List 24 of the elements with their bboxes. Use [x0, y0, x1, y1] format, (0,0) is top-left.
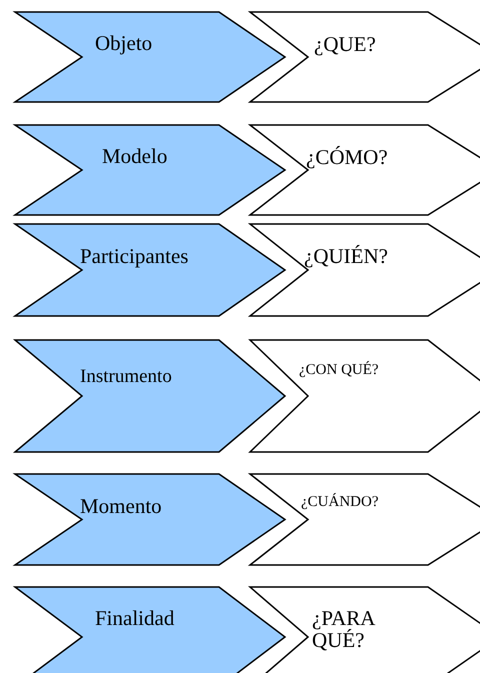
label-text: Momento [80, 495, 162, 518]
chevron-shape [250, 340, 480, 452]
chevron-shape [250, 125, 480, 215]
question-text: ¿CÓMO? [306, 146, 388, 168]
chevron-shape [250, 474, 480, 565]
question-text: ¿PARA QUÉ? [312, 607, 376, 652]
chevron-shape [250, 224, 480, 316]
question-text: ¿QUE? [314, 33, 376, 56]
label-text: Instrumento [80, 367, 172, 387]
label-text: Modelo [102, 145, 168, 168]
chevron-shape [15, 474, 285, 565]
label-text: Participantes [80, 245, 188, 268]
chevron-shape [15, 587, 285, 673]
chevron-shape [15, 12, 285, 102]
question-text: ¿CON QUÉ? [299, 363, 379, 379]
chevron-shape [15, 224, 285, 316]
chevron-shape [15, 340, 285, 452]
label-text: Finalidad [95, 607, 174, 630]
chevron-shape [250, 587, 480, 673]
question-text: ¿CUÁNDO? [301, 495, 378, 511]
chevron-shape [15, 125, 285, 215]
label-text: Objeto [95, 32, 152, 54]
question-text: ¿QUIÉN? [304, 245, 388, 268]
chevron-shape [250, 12, 480, 102]
